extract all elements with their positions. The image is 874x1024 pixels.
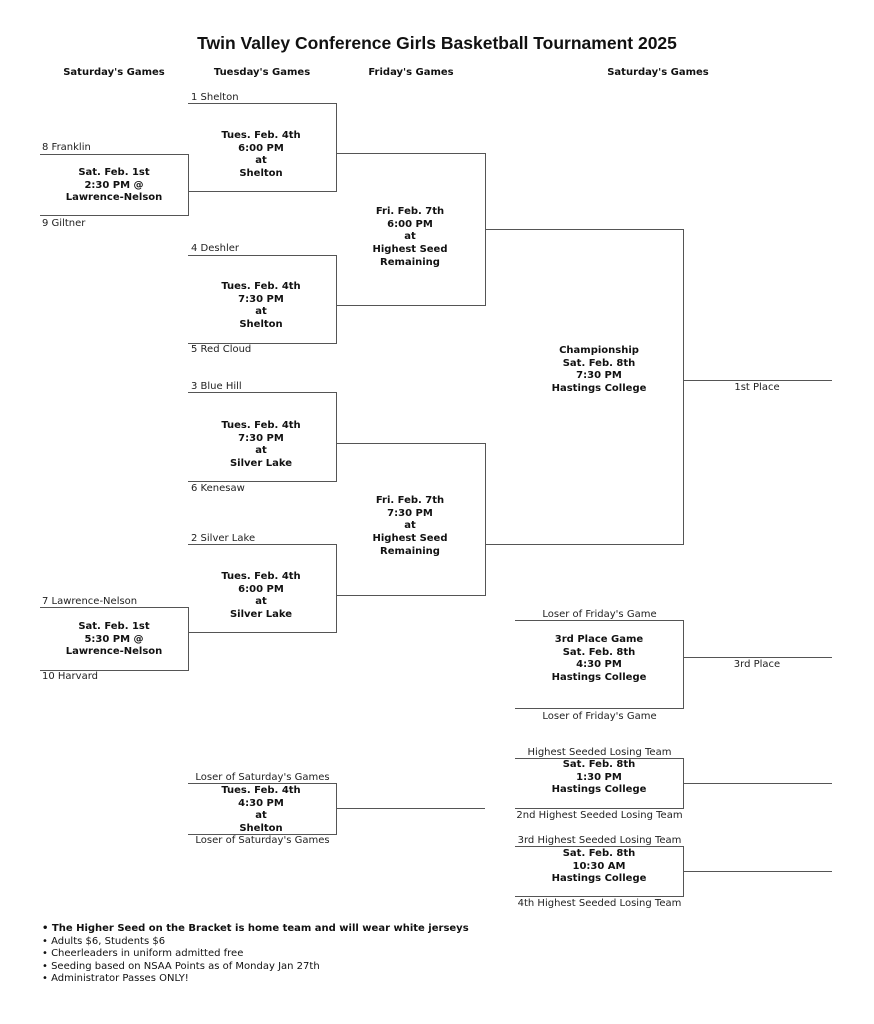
- bracket-line: [188, 103, 337, 104]
- first-place-label: 1st Place: [734, 382, 780, 393]
- bracket-line: [188, 607, 189, 670]
- bracket-line: [40, 215, 189, 216]
- team-slot: Loser of Saturday's Games: [195, 772, 330, 783]
- team-slot: Loser of Friday's Game: [542, 609, 657, 620]
- team-slot: 8 Franklin: [42, 142, 91, 153]
- bracket-line: [683, 380, 832, 381]
- bracket-line: [485, 229, 684, 230]
- column-header-friday: Friday's Games: [368, 67, 454, 78]
- team-slot: 1 Shelton: [191, 92, 239, 103]
- bracket-line: [188, 783, 337, 784]
- team-slot: 3 Blue Hill: [191, 381, 242, 392]
- bracket-line: [40, 670, 189, 671]
- bracket-line: [485, 544, 684, 545]
- bracket-line: [336, 443, 485, 444]
- note-item: • Cheerleaders in uniform admitted free: [42, 948, 244, 959]
- bracket-line: [336, 255, 337, 344]
- bracket-line: [188, 544, 337, 545]
- bracket-line: [188, 343, 337, 344]
- team-slot: Loser of Friday's Game: [542, 711, 657, 722]
- third-place-label: 3rd Place: [733, 659, 781, 670]
- column-header-saturday-1: Saturday's Games: [63, 67, 165, 78]
- bracket-line: [683, 871, 832, 872]
- bracket-line: [188, 834, 337, 835]
- team-slot: 6 Kenesaw: [191, 483, 245, 494]
- column-header-saturday-2: Saturday's Games: [607, 67, 709, 78]
- bracket-line: [188, 154, 189, 216]
- bracket-line: [336, 808, 485, 809]
- team-slot: 3rd Highest Seeded Losing Team: [517, 835, 682, 846]
- bracket-line: [188, 392, 337, 393]
- bracket-line: [336, 305, 486, 306]
- team-slot: 10 Harvard: [42, 671, 98, 682]
- bracket-line: [336, 392, 337, 481]
- column-header-tuesday: Tuesday's Games: [213, 67, 311, 78]
- bracket-line: [188, 191, 337, 192]
- note-item: • Seeding based on NSAA Points as of Mon…: [42, 960, 320, 972]
- bracket-line: [336, 153, 485, 154]
- team-slot: 7 Lawrence-Nelson: [42, 596, 138, 607]
- bracket-line: [515, 708, 684, 709]
- bracket-line: [515, 758, 684, 759]
- bracket-line: [515, 846, 684, 847]
- bracket-line: [485, 443, 486, 596]
- bracket-line: [515, 896, 684, 897]
- bracket-line: [336, 595, 486, 596]
- bracket-line: [336, 103, 337, 192]
- team-slot: 9 Giltner: [42, 218, 86, 229]
- bracket-line: [683, 657, 832, 658]
- team-slot: 5 Red Cloud: [191, 344, 252, 355]
- bracket-line: [40, 154, 189, 155]
- team-slot: Loser of Saturday's Games: [195, 835, 330, 846]
- page-title: Twin Valley Conference Girls Basketball …: [197, 33, 677, 53]
- bracket-line: [40, 607, 189, 608]
- note-item: • Adults $6, Students $6: [42, 935, 166, 947]
- bracket-line: [515, 620, 684, 621]
- bracket-line: [336, 544, 337, 633]
- team-slot: 2nd Highest Seeded Losing Team: [516, 810, 683, 821]
- bracket-line: [188, 632, 337, 633]
- team-slot: 2 Silver Lake: [191, 533, 256, 544]
- bracket-line: [188, 255, 337, 256]
- bracket-line: [188, 481, 337, 482]
- team-slot: 4 Deshler: [191, 243, 239, 254]
- note-item: • The Higher Seed on the Bracket is home…: [42, 923, 469, 934]
- note-item: • Administrator Passes ONLY!: [42, 973, 189, 984]
- team-slot: 4th Highest Seeded Losing Team: [517, 898, 682, 909]
- bracket-line: [515, 808, 684, 809]
- bracket-line: [683, 783, 832, 784]
- bracket-line: [683, 229, 684, 545]
- team-slot: Highest Seeded Losing Team: [527, 747, 672, 758]
- notes-list: • The Higher Seed on the Bracket is home…: [42, 923, 469, 986]
- bracket-line: [683, 620, 684, 709]
